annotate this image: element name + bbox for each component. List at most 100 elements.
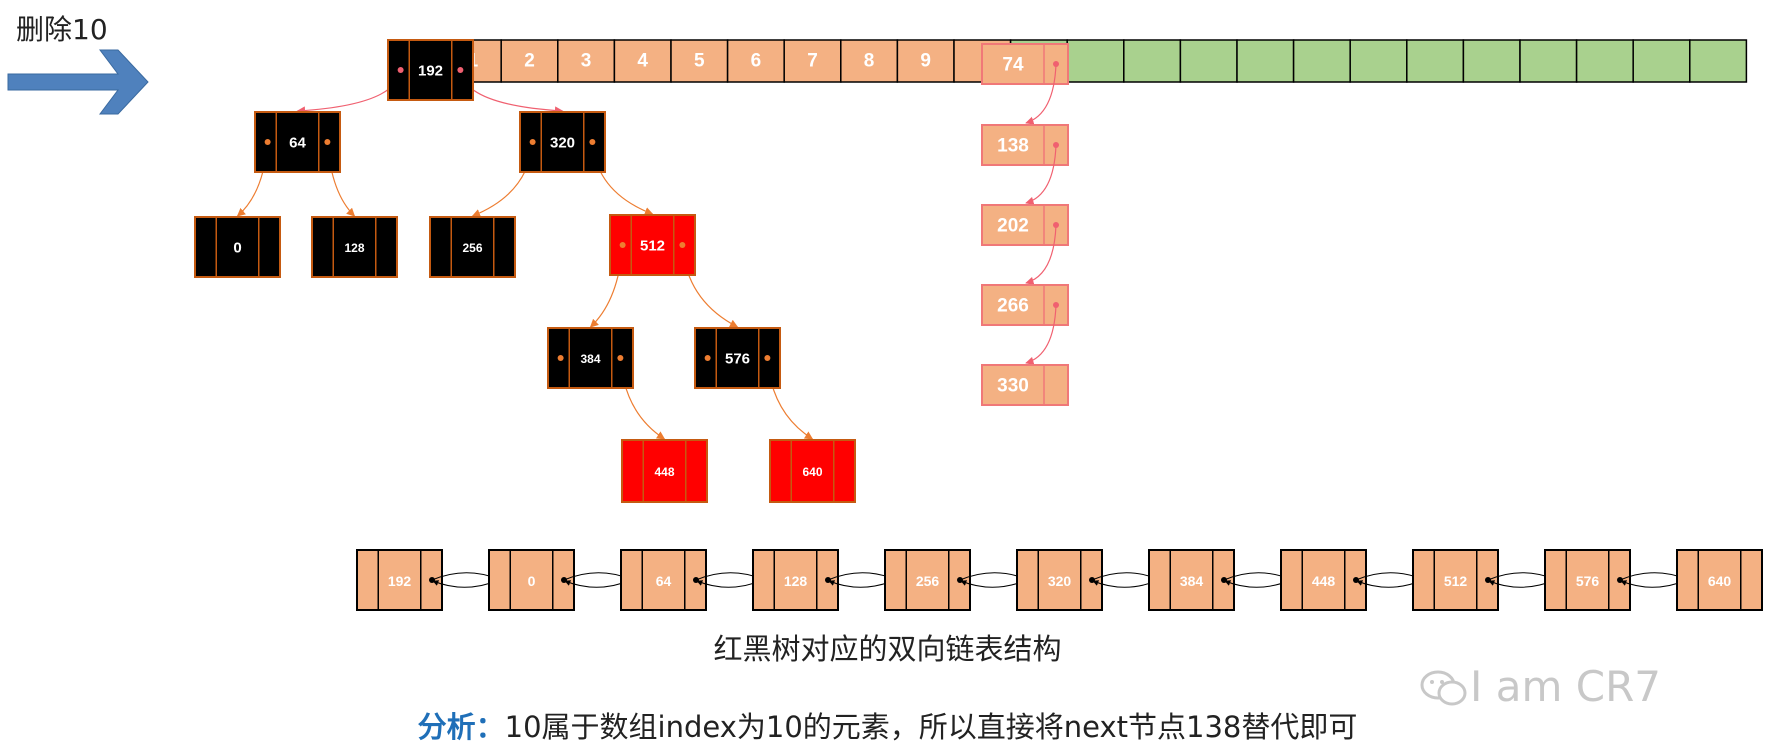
tree-node-64: 64: [254, 111, 341, 173]
node-value: 0: [233, 240, 241, 257]
chain-value: 330: [997, 376, 1029, 397]
list-node-64: 64: [620, 549, 707, 611]
array-slot: [1632, 39, 1691, 83]
node-value: 256: [916, 573, 940, 589]
node-value: 640: [1708, 573, 1732, 589]
node-value: 320: [550, 135, 575, 152]
list-node-128: 128: [752, 549, 839, 611]
node-value: 320: [1048, 573, 1072, 589]
pointer-dot: [264, 139, 271, 145]
node-value: 0: [528, 573, 536, 589]
tree-node-448: 448: [621, 439, 708, 503]
array-slot: [1519, 39, 1578, 83]
chain-node-266: 266: [981, 284, 1069, 326]
array-slot: 7: [783, 39, 842, 83]
chain-node-330: 330: [981, 364, 1069, 406]
array-slot: 6: [726, 39, 785, 83]
tree-edge: [296, 69, 402, 115]
chain-next-pointer: [1025, 304, 1057, 365]
chain-node-202: 202: [981, 204, 1069, 246]
list-node-0: 0: [488, 549, 575, 611]
diagram-heading: 删除10: [16, 13, 108, 46]
array-slot: [1179, 39, 1238, 83]
array-slot: 4: [613, 39, 672, 83]
array-index-label: 9: [920, 51, 931, 72]
node-value: 128: [784, 573, 808, 589]
chain-value: 74: [1002, 55, 1024, 76]
pointer-dot: [617, 355, 624, 361]
chain-next-pointer: [1025, 224, 1057, 285]
tree-node-320: 320: [519, 111, 606, 173]
node-value: 192: [418, 63, 443, 80]
pointer-dot: [764, 355, 771, 361]
list-node-320: 320: [1016, 549, 1103, 611]
tree-node-640: 640: [769, 439, 856, 503]
chain-value: 202: [997, 216, 1029, 237]
array-slot: [1123, 39, 1182, 83]
array-slot: [1236, 39, 1295, 83]
pointer-dot: [397, 67, 404, 73]
array-index-label: 5: [694, 51, 705, 72]
array-slot: [1406, 39, 1465, 83]
list-node-256: 256: [884, 549, 971, 611]
node-value: 576: [725, 351, 750, 368]
analysis-prefix: 分析：: [417, 710, 505, 744]
chain-node-74: 74: [981, 43, 1069, 85]
list-node-640: 640: [1676, 549, 1763, 611]
array-slot: 3: [557, 39, 616, 83]
doubly-linked-list: 192 0 64 128 256 320 384 448 512 576 640: [356, 549, 1763, 611]
array-slot: [1689, 39, 1748, 83]
node-value: 640: [802, 465, 822, 479]
node-value: 256: [462, 241, 482, 255]
pointer-dot: [324, 139, 331, 145]
chain-value: 138: [997, 136, 1029, 157]
array-index-label: 4: [637, 51, 648, 72]
tree-node-128: 128: [311, 216, 398, 278]
node-value: 64: [656, 573, 672, 589]
tree-node-384: 384: [547, 327, 634, 389]
array-slot: 8: [840, 39, 899, 83]
pointer-arrow-icon: [7, 49, 149, 115]
node-value: 448: [1312, 573, 1336, 589]
node-value: 384: [1180, 573, 1204, 589]
array-index-label: 3: [581, 51, 592, 72]
pointer-dot: [704, 355, 711, 361]
list-node-512: 512: [1412, 549, 1499, 611]
analysis-line: 分析：10属于数组index为10的元素，所以直接将next节点138替代即可: [0, 704, 1775, 746]
array-slot: [1462, 39, 1521, 83]
array-index-label: 7: [807, 51, 818, 72]
pointer-dot: [619, 242, 626, 248]
chain-next-pointer: [1025, 63, 1057, 125]
tree-node-256: 256: [429, 216, 516, 278]
node-value: 384: [580, 352, 600, 366]
pointer-dot: [529, 139, 536, 145]
tree-node-512: 512: [609, 214, 696, 276]
chain-value: 266: [997, 296, 1029, 317]
pointer-dot: [557, 355, 564, 361]
array-index-label: 8: [864, 51, 875, 72]
list-node-576: 576: [1544, 549, 1631, 611]
array-slot: 9: [896, 39, 955, 83]
node-value: 512: [640, 238, 665, 255]
array-index-label: 6: [751, 51, 762, 72]
array-slot: 2: [500, 39, 559, 83]
array-index-label: 2: [524, 51, 535, 72]
tree-node-0: 0: [194, 216, 281, 278]
linked-list-caption: 红黑树对应的双向链表结构: [713, 632, 1062, 666]
array-slot: [1575, 39, 1634, 83]
tree-node-576: 576: [694, 327, 781, 389]
node-value: 128: [344, 241, 364, 255]
node-value: 448: [654, 465, 674, 479]
wechat-icon: [1420, 670, 1467, 706]
chain-node-138: 138: [981, 124, 1069, 166]
pointer-dot: [679, 242, 686, 248]
hash-array: 123456789: [387, 39, 1748, 83]
array-slot: [1292, 39, 1351, 83]
list-node-384: 384: [1148, 549, 1235, 611]
node-value: 192: [388, 573, 412, 589]
tree-node-192: 192: [387, 39, 474, 101]
node-value: 576: [1576, 573, 1600, 589]
analysis-text: 10属于数组index为10的元素，所以直接将next节点138替代即可: [504, 710, 1358, 744]
